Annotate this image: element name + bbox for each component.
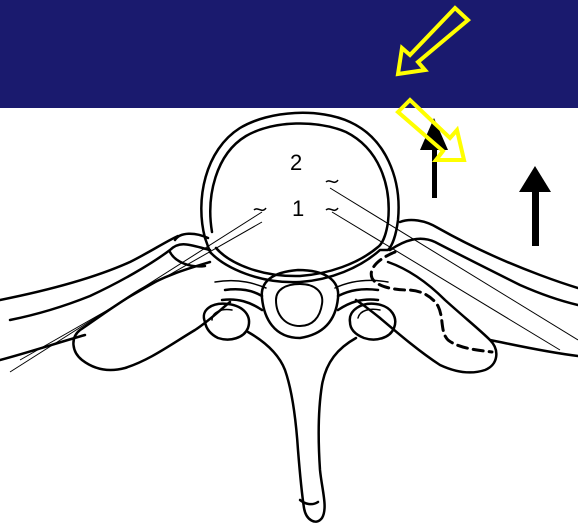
right-rib-lower — [490, 340, 578, 356]
label-1: 1 — [292, 196, 304, 221]
projection-line-left-1 — [10, 212, 262, 372]
label-2: 2 — [290, 150, 302, 175]
left-lamina — [222, 289, 262, 310]
right-rib-upper — [400, 220, 578, 288]
spinous-process — [248, 332, 356, 522]
right-transverse-process — [390, 239, 578, 305]
right-transverse-process-lower — [356, 262, 496, 372]
tip-mark — [326, 208, 338, 210]
projection-line-right-1 — [330, 188, 578, 340]
left-rib-upper — [0, 236, 178, 300]
right-dashed-contour — [371, 252, 492, 352]
black-up-arrow-icon — [519, 166, 551, 246]
header-band — [0, 0, 578, 108]
spinal-cord — [276, 284, 322, 326]
tip-mark — [326, 180, 338, 182]
tip-mark — [254, 208, 266, 210]
